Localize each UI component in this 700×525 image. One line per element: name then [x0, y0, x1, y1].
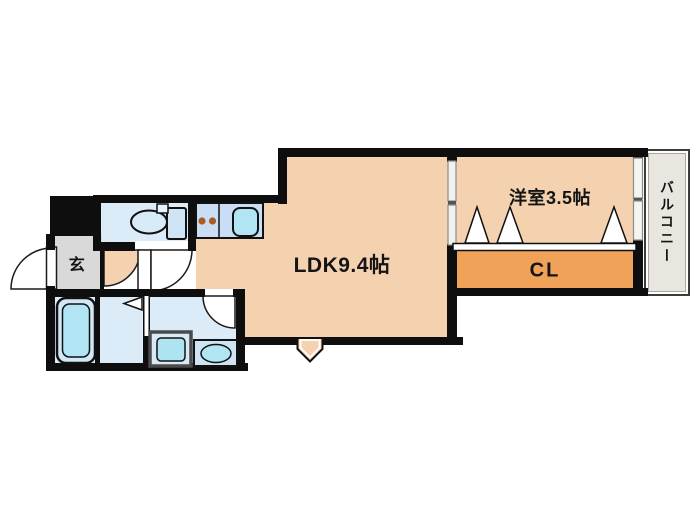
wall: [633, 238, 643, 296]
ldk-label: LDK9.4帖: [293, 254, 391, 277]
hall-door-swing-arc: [150, 249, 193, 292]
wall: [143, 293, 150, 367]
wall: [278, 148, 287, 204]
toilet-door-opening: [134, 241, 191, 251]
wall: [447, 148, 457, 162]
wall: [447, 288, 648, 296]
wall: [236, 289, 245, 371]
entrance-label: 玄: [68, 257, 86, 274]
ldk-floor: [283, 153, 452, 341]
balcony-label: バルコニー: [659, 180, 675, 265]
toilet-room-floor: [100, 200, 192, 245]
wall: [46, 289, 205, 297]
wall: [46, 286, 55, 371]
balcony-deck: バルコニー: [648, 153, 686, 292]
wall: [236, 337, 463, 345]
wall: [46, 363, 248, 371]
entrance-hall-door-swing-arc: [103, 249, 141, 287]
hall-door-leaf: [137, 249, 152, 292]
wall: [100, 244, 104, 292]
wall: [278, 148, 648, 157]
ldk-floor-lower: [245, 292, 283, 341]
wall: [46, 234, 55, 250]
balcony: バルコニー: [644, 149, 690, 296]
closet-label: CL: [529, 259, 561, 282]
wall: [633, 148, 643, 160]
bathroom-floor: [52, 294, 98, 366]
washroom-floor: [146, 294, 240, 366]
washroom-door-opening: [204, 289, 234, 298]
entrance-pillar-block: [50, 196, 98, 236]
kitchen-floor: [196, 200, 283, 292]
wall: [100, 242, 135, 251]
bath-anteroom-floor: [98, 294, 146, 366]
bedroom-label: 洋室3.5帖: [508, 188, 592, 208]
wall: [95, 293, 100, 367]
wall: [188, 195, 196, 251]
front-door-swing-arc: [10, 247, 53, 290]
